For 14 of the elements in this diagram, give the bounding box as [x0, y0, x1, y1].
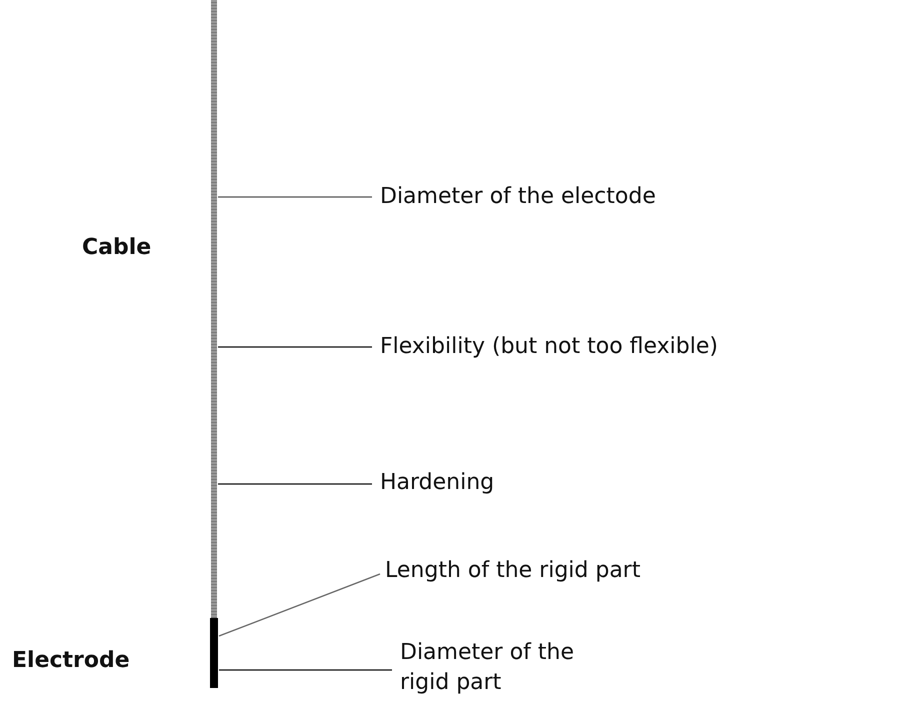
- part-label: Flexibility (but not too flexible): [380, 332, 905, 362]
- part-name: Cable: [82, 235, 152, 260]
- leader-line: [218, 483, 372, 485]
- part-label: Length of the rigid part: [385, 556, 785, 586]
- part-label: Diameter of the electode: [380, 182, 800, 212]
- part-name: Electrode: [12, 648, 130, 673]
- part-label: Hardening: [380, 468, 680, 498]
- electrode-drawing: [210, 618, 218, 688]
- leader-line: [218, 346, 372, 348]
- leader-line: [219, 669, 392, 671]
- cable-drawing: [211, 0, 217, 618]
- part-label: Diameter of the rigid part: [400, 638, 600, 698]
- leader-line: [218, 196, 372, 198]
- leader-line: [218, 573, 380, 637]
